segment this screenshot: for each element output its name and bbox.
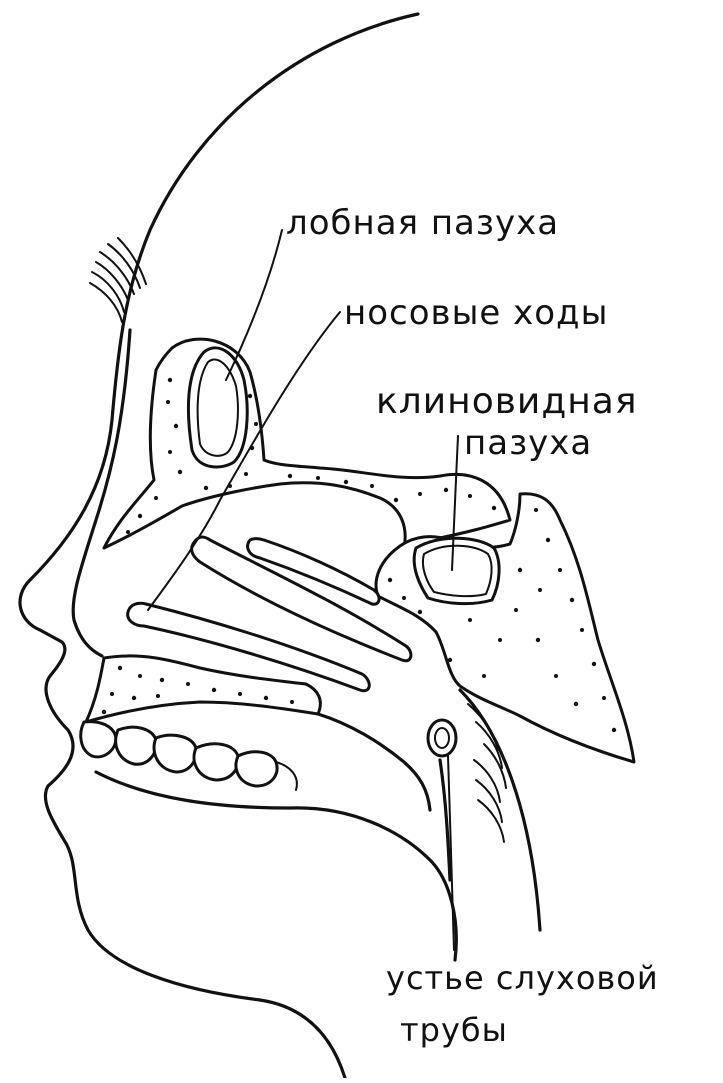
adenoid-ridges (468, 704, 506, 842)
auditory-tube-label-line2: трубы (400, 1014, 508, 1046)
auditory-tube-label-line1: устье слуховой (386, 962, 659, 994)
tongue-line (96, 772, 456, 960)
sphenoid-sinus-label-line1: клиновидная (376, 384, 637, 420)
sphenoid-sinus-label-line2: пазуха (464, 426, 592, 460)
frontal-sinus-label: лобная пазуха (286, 206, 559, 240)
eustachian-tube-opening (428, 720, 456, 756)
nasal-cavity-outline (73, 330, 130, 656)
soft-palate (318, 714, 430, 810)
hard-palate (86, 656, 320, 722)
nasal-passages-label: носовые ходы (344, 296, 608, 330)
frontal-bone (104, 339, 510, 548)
eyebrow-hair (90, 238, 146, 322)
